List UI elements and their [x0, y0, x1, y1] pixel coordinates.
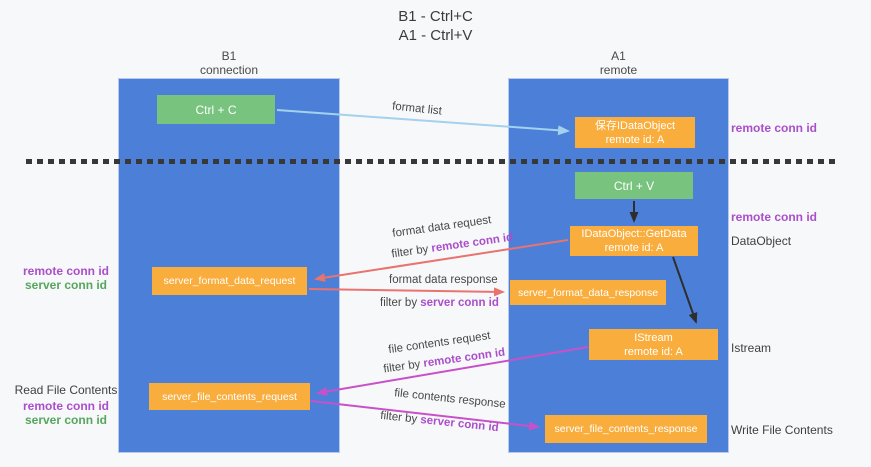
edge-label-format-data-response-filter: filter by server conn id	[380, 297, 499, 309]
right-label-write-file-contents: Write File Contents	[731, 423, 833, 437]
diagram-title: B1 - Ctrl+C A1 - Ctrl+V	[0, 7, 871, 45]
left-label-remote-conn-id-1: remote conn id	[22, 264, 109, 278]
node-istream-line1: IStream	[634, 331, 673, 344]
filter-key-server-conn-id: server conn id	[420, 297, 499, 309]
node-save-idataobject-line1: 保存IDataObject	[594, 119, 676, 132]
column-a1-name: A1	[611, 49, 626, 63]
filter-key-remote-conn-id: remote conn id	[422, 346, 506, 370]
column-a1-role: remote	[599, 63, 638, 77]
title-line-1: B1 - Ctrl+C	[398, 8, 473, 25]
node-server-file-contents-response: server_file_contents_response	[545, 415, 707, 443]
right-label-remote-conn-id-2: remote conn id	[731, 210, 818, 224]
left-label-remote-conn-id-2: remote conn id	[22, 399, 109, 413]
right-label-istream: Istream	[731, 341, 772, 355]
node-getdata-line1: IDataObject::GetData	[581, 228, 687, 240]
copy-paste-divider-dashed-line	[26, 159, 838, 164]
node-server-format-data-request: server_format_data_request	[152, 267, 307, 295]
node-file-request-label: server_file_contents_request	[162, 390, 297, 403]
edge-label-format-data-response: format data response	[389, 274, 498, 286]
filter-key-server-conn-id: server conn id	[419, 414, 500, 435]
edge-label-format-list: format list	[391, 100, 443, 118]
node-format-request-label: server_format_data_request	[163, 275, 296, 287]
left-label-server-conn-id-2: server conn id	[24, 413, 108, 427]
column-header-a1: A1 remote	[508, 49, 729, 77]
filter-key-remote-conn-id: remote conn id	[430, 231, 514, 255]
node-file-response-label: server_file_contents_response	[554, 423, 698, 435]
right-label-remote-conn-id-1: remote conn id	[731, 121, 818, 135]
filter-by-text: filter by	[380, 297, 421, 309]
node-save-idataobject: 保存IDataObject remote id: A	[575, 117, 695, 148]
node-server-file-contents-request: server_file_contents_request	[149, 383, 310, 410]
node-idataobject-getdata: IDataObject::GetData remote id: A	[570, 226, 698, 256]
filter-by-text: filter by	[382, 357, 425, 376]
node-format-response-label: server_format_data_response	[517, 286, 659, 299]
node-save-idataobject-line2: remote id: A	[605, 133, 665, 146]
node-getdata-line2: remote id: A	[604, 242, 664, 254]
column-b1-role: connection	[199, 63, 259, 77]
edge-label-file-contents-response-filter: filter by server conn id	[380, 410, 499, 434]
node-server-format-data-response: server_format_data_response	[510, 280, 666, 305]
title-line-2: A1 - Ctrl+V	[398, 27, 473, 44]
node-istream-line2: remote id: A	[624, 345, 683, 358]
node-istream: IStream remote id: A	[589, 329, 718, 360]
column-header-b1: B1 connection	[118, 49, 340, 77]
filter-by-text: filter by	[379, 409, 421, 426]
column-b1-name: B1	[221, 49, 237, 63]
node-ctrl-v: Ctrl + V	[575, 172, 693, 199]
filter-by-text: filter by	[390, 242, 433, 261]
left-label-read-file-contents: Read File Contents	[14, 383, 118, 397]
node-ctrl-v-label: Ctrl + V	[613, 178, 655, 193]
node-ctrl-c-label: Ctrl + C	[195, 102, 237, 117]
right-label-dataobject: DataObject	[731, 234, 792, 248]
edge-label-file-contents-response: file contents response	[393, 387, 507, 411]
left-label-server-conn-id-1: server conn id	[24, 278, 108, 292]
node-ctrl-c: Ctrl + C	[157, 95, 275, 124]
